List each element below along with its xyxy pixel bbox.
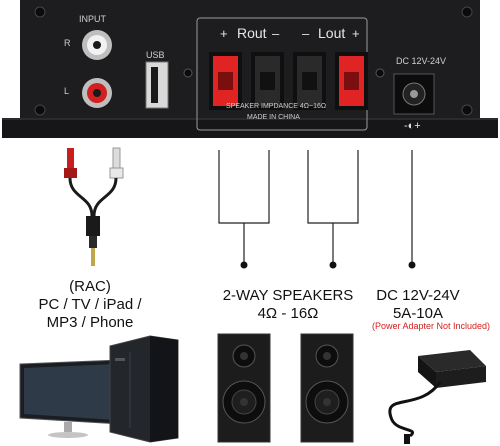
- speaker-left-image: [217, 333, 271, 443]
- source-line-3: MP3 / Phone: [46, 314, 134, 331]
- source-caption: (RAC) PC / TV / iPad / MP3 / Phone: [20, 278, 160, 332]
- speaker-terminal-l-plus[interactable]: [335, 52, 368, 110]
- wiring-diagram: [64, 147, 416, 269]
- usb-port[interactable]: [145, 61, 169, 109]
- rout-label: Rout: [237, 25, 267, 41]
- speakers-caption: 2-WAY SPEAKERS 4Ω - 16Ω: [208, 287, 368, 323]
- speakers-line-1: 2-WAY SPEAKERS: [222, 287, 354, 304]
- rca-jack-right[interactable]: [82, 30, 112, 60]
- power-adapter-image: [388, 350, 486, 444]
- speaker-terminal-r-minus[interactable]: [251, 52, 284, 110]
- source-line-2: PC / TV / iPad /: [38, 296, 142, 313]
- power-caption: DC 12V-24V 5A-10A: [368, 287, 468, 323]
- rca-jack-left[interactable]: [82, 78, 112, 108]
- made-in-label: MADE IN CHINA: [247, 114, 300, 121]
- lout-label: Lout: [318, 25, 346, 41]
- lout-plus: +: [352, 26, 360, 41]
- dc-power-jack[interactable]: [393, 73, 435, 115]
- devices-illustration: [19, 333, 486, 444]
- amplifier-panel: [2, 0, 498, 138]
- monitor-image: [19, 359, 121, 438]
- source-line-1: (RAC): [69, 278, 111, 295]
- input-label: INPUT: [79, 14, 106, 24]
- power-adapter-note: (Power Adapter Not Included): [371, 321, 491, 331]
- polarity-symbol: -◐+: [404, 120, 421, 132]
- power-line-1: DC 12V-24V: [376, 287, 460, 304]
- input-l-label: L: [64, 86, 70, 96]
- rout-minus: –: [272, 26, 280, 41]
- input-r-label: R: [64, 38, 71, 48]
- speaker-terminal-l-minus[interactable]: [293, 52, 326, 110]
- lout-minus: –: [302, 26, 310, 41]
- pc-tower-image: [109, 335, 179, 443]
- speaker-right-image: [300, 333, 354, 443]
- rout-plus: +: [220, 26, 228, 41]
- power-line-2: 5A-10A: [392, 305, 444, 322]
- speaker-terminal-r-plus[interactable]: [209, 52, 242, 110]
- impedance-label: SPEAKER IMPDANCE 4Ω~16Ω: [226, 103, 327, 110]
- dc-label: DC 12V-24V: [396, 56, 447, 66]
- speakers-line-2: 4Ω - 16Ω: [257, 305, 319, 322]
- usb-label: USB: [146, 50, 165, 60]
- rca-cable: [64, 147, 124, 266]
